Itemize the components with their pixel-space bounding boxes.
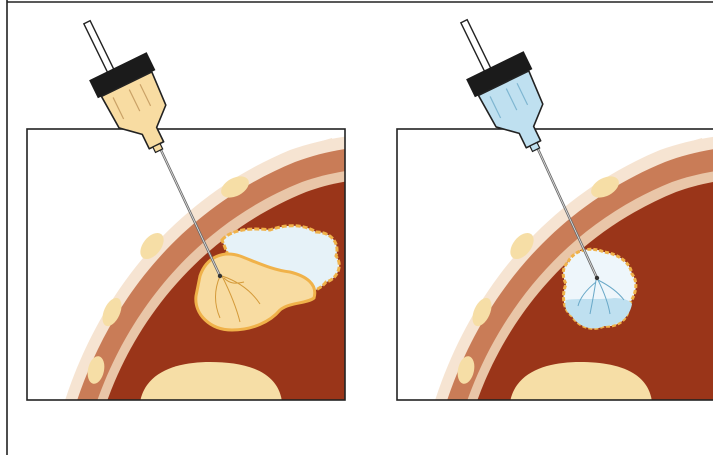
- left-panel: [27, 5, 420, 410]
- needle-tip: [595, 276, 599, 280]
- needle-tip: [218, 274, 222, 278]
- right-panel: [397, 4, 713, 410]
